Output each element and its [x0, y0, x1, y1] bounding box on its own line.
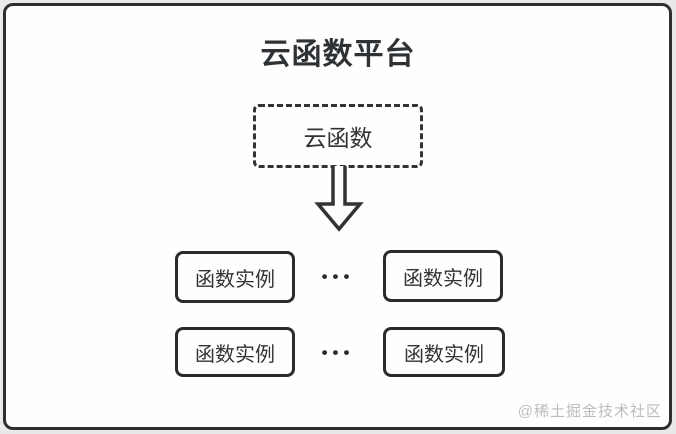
ellipsis-icon: ••• — [321, 343, 355, 362]
page-title: 云函数平台 — [260, 38, 416, 71]
cloud-function-node: 云函数 — [253, 104, 423, 168]
function-instance-label: 函数实例 — [195, 343, 275, 366]
watermark-text: @稀土掘金技术社区 — [517, 403, 662, 420]
cloud-function-label: 云函数 — [303, 125, 373, 151]
function-instance-label: 函数实例 — [403, 267, 483, 290]
down-arrow-icon — [314, 166, 364, 232]
function-instance-node: 函数实例 — [383, 250, 503, 302]
ellipsis-icon: ••• — [321, 267, 355, 286]
function-instance-label: 函数实例 — [404, 343, 484, 366]
function-instance-label: 函数实例 — [195, 268, 275, 291]
function-instance-node: 函数实例 — [383, 327, 505, 377]
function-instance-node: 函数实例 — [175, 251, 295, 303]
function-instance-node: 函数实例 — [175, 327, 295, 377]
